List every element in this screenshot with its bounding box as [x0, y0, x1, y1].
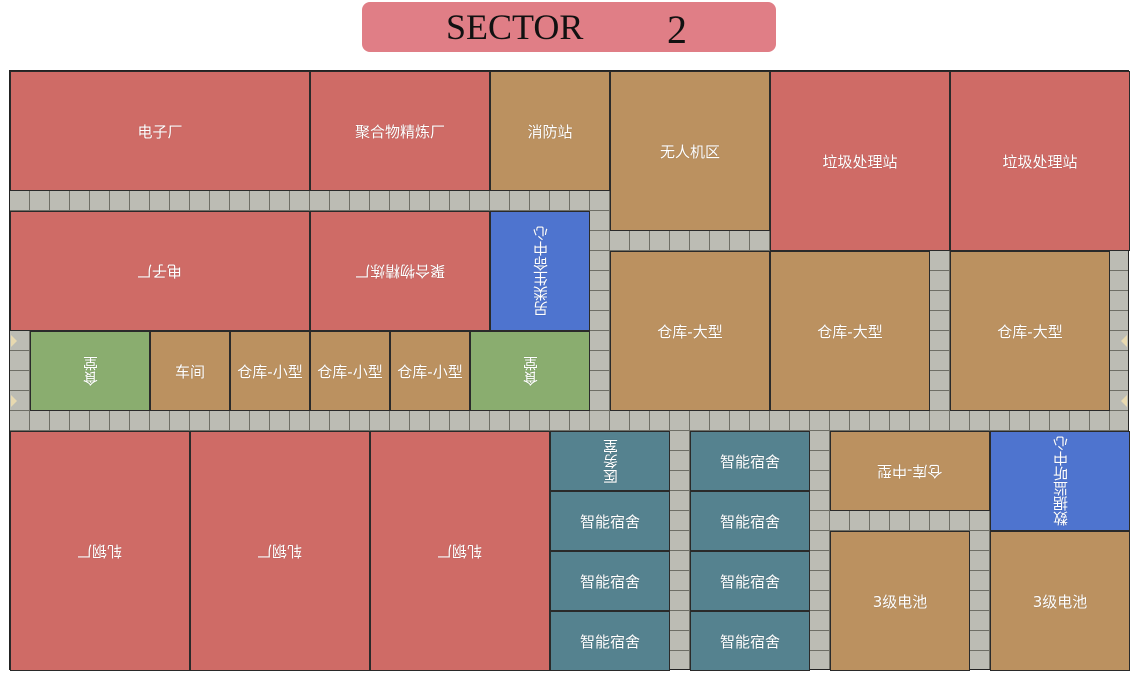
building-label: 智能宿舍	[579, 572, 640, 591]
building-label: 智能宿舍	[719, 572, 780, 591]
building-warehouse-small-3[interactable]: 仓库-小型	[390, 331, 470, 411]
entrance-left-top-arrow-icon	[11, 335, 17, 347]
building-garbage-station-1[interactable]: 垃圾处理站	[770, 71, 950, 251]
building-label: 食堂	[81, 356, 100, 386]
building-warehouse-large-1[interactable]: 仓库-大型	[610, 251, 770, 411]
building-smart-dorm-4[interactable]: 智能宿舍	[550, 551, 670, 611]
building-label: 智能宿舍	[719, 452, 780, 471]
building-smart-dorm-2[interactable]: 智能宿舍	[550, 491, 670, 551]
sector-label: SECTOR	[446, 7, 584, 47]
building-data-monitor-center[interactable]: 数据监听中心	[990, 431, 1130, 531]
building-smart-dorm-7[interactable]: 智能宿舍	[690, 611, 810, 671]
building-garbage-station-2[interactable]: 垃圾处理站	[950, 71, 1130, 251]
building-label: 食堂	[521, 356, 540, 386]
entrance-right-top-arrow-icon	[1121, 335, 1127, 347]
building-electronics-factory-2[interactable]: 电子厂	[10, 211, 310, 331]
entrance-right-bottom-arrow-icon	[1121, 395, 1127, 407]
building-battery-lv3-1[interactable]: 3级电池	[830, 531, 970, 671]
building-rolling-mill-3[interactable]: 轧钢厂	[370, 431, 550, 671]
building-polymer-refinery-1[interactable]: 聚合物精炼厂	[310, 71, 490, 191]
building-label: 智能宿舍	[579, 512, 640, 531]
building-label: 仓库-大型	[997, 322, 1063, 341]
building-warehouse-large-3[interactable]: 仓库-大型	[950, 251, 1110, 411]
building-rolling-mill-2[interactable]: 轧钢厂	[190, 431, 370, 671]
building-label: 仓库-大型	[817, 322, 883, 341]
building-label: 轧钢厂	[77, 541, 123, 560]
building-clinic[interactable]: 医务室	[550, 431, 670, 491]
building-label: 轧钢厂	[257, 541, 303, 560]
building-label: 消防站	[527, 122, 573, 141]
sector-header: SECTOR 2	[362, 2, 776, 52]
building-warehouse-medium[interactable]: 仓库-中型	[830, 431, 990, 511]
building-smart-dorm-6[interactable]: 智能宿舍	[550, 611, 670, 671]
building-label: 仓库-小型	[397, 362, 463, 381]
building-warehouse-small-2[interactable]: 仓库-小型	[310, 331, 390, 411]
building-label: 轧钢厂	[437, 541, 483, 560]
building-label: 电子厂	[137, 261, 183, 280]
building-smart-dorm-5[interactable]: 智能宿舍	[690, 551, 810, 611]
building-label: 仓库-大型	[657, 322, 723, 341]
building-label: 聚合物精炼厂	[354, 122, 445, 141]
building-smart-dorm-3[interactable]: 智能宿舍	[690, 491, 810, 551]
building-label: 电子厂	[137, 122, 183, 141]
building-label: 数据监听中心	[1051, 436, 1070, 526]
building-polymer-refinery-2[interactable]: 聚合物精炼厂	[310, 211, 490, 331]
building-label: 智能宿舍	[579, 632, 640, 651]
building-label: 垃圾处理站	[822, 152, 898, 171]
building-label: 车间	[174, 362, 205, 381]
building-label: 智能宿舍	[719, 632, 780, 651]
building-rolling-mill-1[interactable]: 轧钢厂	[10, 431, 190, 671]
building-label: 仓库-小型	[237, 362, 303, 381]
building-warehouse-large-2[interactable]: 仓库-大型	[770, 251, 930, 411]
building-canteen-2[interactable]: 食堂	[470, 331, 590, 411]
building-alt-life-center[interactable]: 另类生命中心	[490, 211, 590, 331]
building-workshop[interactable]: 车间	[150, 331, 230, 411]
building-label: 智能宿舍	[719, 512, 780, 531]
sector-number: 2	[667, 7, 687, 52]
building-warehouse-small-1[interactable]: 仓库-小型	[230, 331, 310, 411]
building-label: 聚合物精炼厂	[354, 261, 445, 280]
entrance-left-bottom-arrow-icon	[11, 395, 17, 407]
building-drone-zone[interactable]: 无人机区	[610, 71, 770, 231]
building-fire-station[interactable]: 消防站	[490, 71, 610, 191]
building-label: 另类生命中心	[531, 226, 550, 316]
building-label: 仓库-中型	[877, 461, 943, 480]
building-label: 仓库-小型	[317, 362, 383, 381]
building-label: 无人机区	[659, 142, 720, 161]
building-canteen-1[interactable]: 食堂	[30, 331, 150, 411]
sector-map: 电子厂 聚合物精炼厂 消防站 无人机区 垃圾处理站 垃圾处理站 电子厂 聚合物精…	[9, 70, 1130, 671]
building-electronics-factory-1[interactable]: 电子厂	[10, 71, 310, 191]
building-battery-lv3-2[interactable]: 3级电池	[990, 531, 1130, 671]
building-smart-dorm-1[interactable]: 智能宿舍	[690, 431, 810, 491]
building-label: 医务室	[601, 438, 620, 484]
building-label: 垃圾处理站	[1002, 152, 1078, 171]
building-label: 3级电池	[1032, 592, 1088, 611]
building-label: 3级电池	[872, 592, 928, 611]
